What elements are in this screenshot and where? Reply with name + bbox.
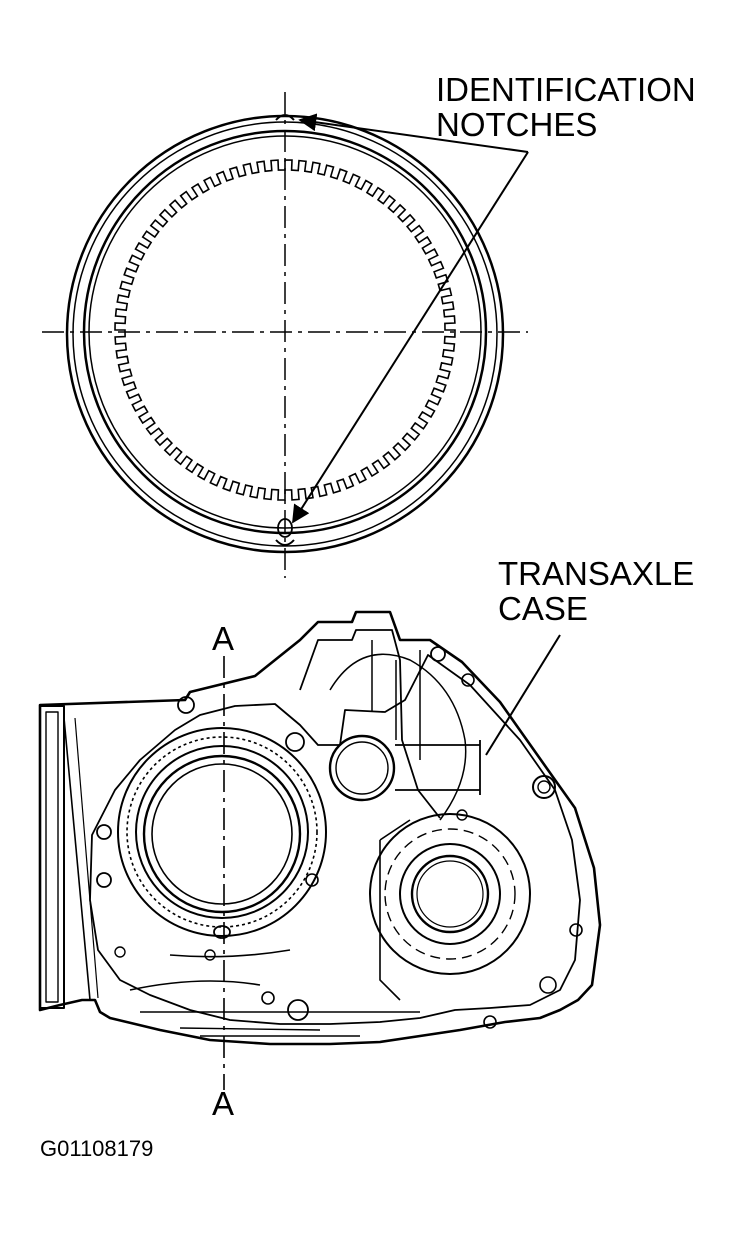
- main-bore-tab: [213, 925, 231, 939]
- bolt-boss: [569, 923, 583, 937]
- notch-leader-bottom: [292, 151, 529, 524]
- case-left-flange: [39, 705, 65, 1009]
- case-left-flange-inner: [45, 711, 59, 1003]
- bolt-boss: [114, 946, 126, 958]
- differential-bore: [410, 854, 490, 934]
- case-side-web: [379, 819, 411, 1001]
- case-outline: [38, 610, 602, 1046]
- bolt-boss: [305, 873, 319, 887]
- bolt-boss: [456, 809, 468, 821]
- case-bottom-web: [129, 949, 420, 1013]
- bolt-boss: [177, 696, 195, 714]
- notches-label-line2: NOTCHES: [436, 106, 597, 143]
- bolt-boss: [287, 999, 309, 1021]
- case-upper-web: [299, 629, 441, 819]
- section-label-bottom: A: [212, 1085, 234, 1122]
- bolt-boss: [537, 780, 551, 794]
- bolt-boss: [461, 673, 475, 687]
- case-label-line2: CASE: [498, 590, 588, 627]
- differential-housing-outer: [369, 813, 531, 975]
- case-bottom-web2: [179, 1027, 360, 1037]
- case-left-flange-edge: [63, 717, 91, 1001]
- case-label-line1: TRANSAXLE: [498, 555, 694, 592]
- main-bore-hole: [151, 763, 293, 905]
- transaxle-case: [38, 610, 602, 1046]
- plate-spline-teeth: [114, 159, 456, 501]
- main-bore-inner: [142, 754, 302, 914]
- bolt-boss: [96, 824, 112, 840]
- notch-bottom-tab: [277, 518, 293, 538]
- case-boss-large: [328, 734, 396, 802]
- notches-leaders: [292, 113, 529, 524]
- figure-id: G01108179: [40, 1136, 153, 1161]
- notch-leader-top: [298, 113, 529, 153]
- case-gasket-line: [89, 654, 581, 1025]
- bolt-boss: [204, 949, 216, 961]
- bolt-boss: [539, 976, 557, 994]
- case-left-flange-edge2: [74, 717, 99, 999]
- clutch-plate: [42, 92, 528, 578]
- main-bore-ring2: [135, 745, 309, 919]
- bolt-boss: [285, 732, 305, 752]
- notches-label-line1: IDENTIFICATION: [436, 71, 696, 108]
- bolt-boss: [483, 1015, 497, 1029]
- bolt-boss: [430, 646, 446, 662]
- differential-housing-ribs: [384, 828, 516, 960]
- plate-friction-ring-inner: [88, 135, 482, 529]
- differential-bore-inner: [416, 860, 484, 928]
- case-channel: [395, 740, 481, 795]
- bolt-boss: [96, 872, 112, 888]
- bolt-boss: [261, 991, 275, 1005]
- main-bore-ring: [126, 736, 318, 928]
- main-bore-outer: [117, 727, 327, 937]
- differential-housing-ring: [399, 843, 501, 945]
- case-leader: [485, 634, 561, 756]
- plate-friction-ring: [82, 129, 488, 535]
- case-boss-large-inner: [335, 741, 389, 795]
- section-label-top: A: [212, 620, 234, 657]
- case-upper-web2: [329, 653, 467, 821]
- bolt-boss: [532, 775, 556, 799]
- identification-notch-top: [275, 114, 295, 121]
- identification-notch-bottom: [275, 539, 295, 546]
